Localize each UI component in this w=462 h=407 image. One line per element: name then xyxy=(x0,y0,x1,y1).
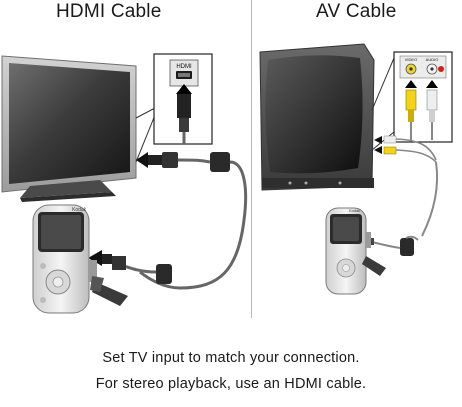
camera-av: Kodak xyxy=(325,207,386,295)
panel-divider xyxy=(251,0,252,318)
caption-line-2: For stereo playback, use an HDMI cable. xyxy=(95,376,367,392)
connection-diagram: HDMI Kodak xyxy=(1,43,453,314)
video-port-label: VIDEO xyxy=(405,57,417,62)
hdmi-port-label: HDMI xyxy=(176,64,192,70)
hdmi-panel-title: HDMI Cable xyxy=(56,1,162,22)
flat-panel-tv xyxy=(1,55,137,202)
audio-port-label: AUDIO xyxy=(426,57,439,62)
av-port-callout: VIDEO AUDIO xyxy=(371,51,453,151)
caption-line-1: Set TV input to match your connection. xyxy=(102,350,360,366)
hdmi-cable xyxy=(88,152,248,290)
av-cable xyxy=(366,135,438,256)
camera-brand-right: Kodak xyxy=(349,208,360,213)
hdmi-port-callout: HDMI xyxy=(135,53,213,163)
crt-tv xyxy=(259,43,375,191)
av-panel-title: AV Cable xyxy=(316,1,397,22)
camera-hdmi: Kodak xyxy=(32,204,128,314)
camera-brand-left: Kodak xyxy=(72,207,87,213)
